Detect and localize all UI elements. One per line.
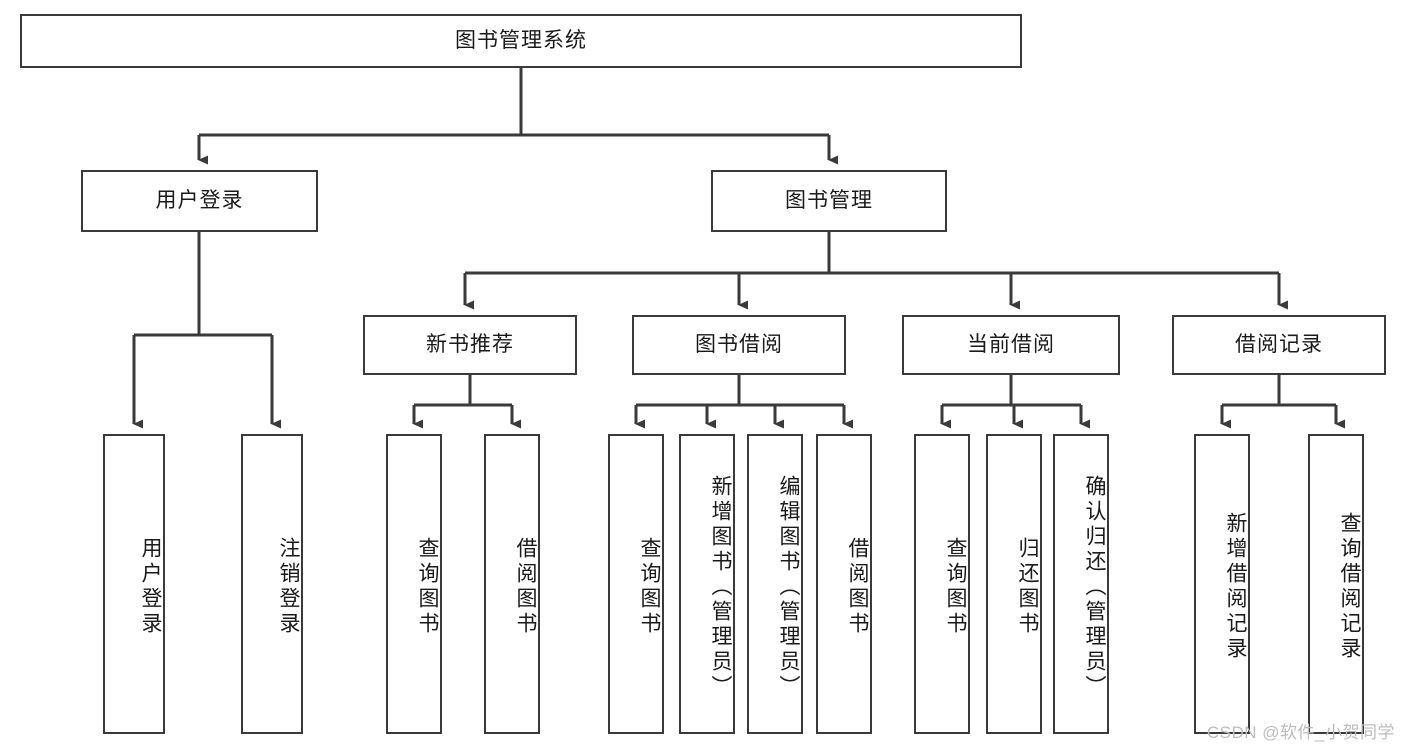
node-user-login-label: 用户登录 xyxy=(155,189,244,213)
node-leaf-borrow-book-1[interactable]: 借阅图书 xyxy=(484,434,540,734)
node-borrow-record[interactable]: 借阅记录 xyxy=(1172,315,1386,375)
node-new-book-recommend[interactable]: 新书推荐 xyxy=(363,315,577,375)
node-new-book-recommend-label: 新书推荐 xyxy=(426,333,514,357)
node-leaf-user-login[interactable]: 用户登录 xyxy=(103,434,165,734)
node-leaf-query-record[interactable]: 查询借阅记录 xyxy=(1308,434,1364,734)
node-leaf-confirm-return[interactable]: 确认归还（管理员） xyxy=(1053,434,1109,734)
node-root[interactable]: 图书管理系统 xyxy=(20,14,1022,68)
node-leaf-query-book-1-label: 查询图书 xyxy=(416,537,439,637)
node-leaf-borrow-book-2-label: 借阅图书 xyxy=(846,537,869,637)
node-leaf-query-book-3[interactable]: 查询图书 xyxy=(914,434,970,734)
node-leaf-query-record-label: 查询借阅记录 xyxy=(1338,512,1361,662)
node-root-label: 图书管理系统 xyxy=(455,29,587,53)
node-book-management[interactable]: 图书管理 xyxy=(711,170,947,232)
node-leaf-edit-book-label: 编辑图书（管理员） xyxy=(777,474,800,700)
node-leaf-query-book-3-label: 查询图书 xyxy=(944,537,967,637)
node-leaf-logout-label: 注销登录 xyxy=(277,537,300,637)
node-leaf-add-book-label: 新增图书（管理员） xyxy=(709,474,732,700)
node-leaf-return-book-label: 归还图书 xyxy=(1016,537,1039,637)
node-leaf-query-book-1[interactable]: 查询图书 xyxy=(386,434,442,734)
node-leaf-add-book[interactable]: 新增图书（管理员） xyxy=(679,434,735,734)
node-user-login[interactable]: 用户登录 xyxy=(81,170,318,232)
node-leaf-add-record[interactable]: 新增借阅记录 xyxy=(1194,434,1250,734)
node-leaf-query-book-2[interactable]: 查询图书 xyxy=(608,434,664,734)
node-leaf-user-login-label: 用户登录 xyxy=(139,537,162,637)
node-leaf-query-book-2-label: 查询图书 xyxy=(638,537,661,637)
node-book-borrow-label: 图书借阅 xyxy=(695,333,783,357)
node-book-borrow[interactable]: 图书借阅 xyxy=(632,315,846,375)
node-leaf-edit-book[interactable]: 编辑图书（管理员） xyxy=(747,434,803,734)
node-current-borrow-label: 当前借阅 xyxy=(967,333,1055,357)
node-leaf-borrow-book-2[interactable]: 借阅图书 xyxy=(816,434,872,734)
node-leaf-add-record-label: 新增借阅记录 xyxy=(1224,512,1247,662)
node-leaf-logout[interactable]: 注销登录 xyxy=(241,434,303,734)
node-book-management-label: 图书管理 xyxy=(785,189,873,213)
node-leaf-confirm-return-label: 确认归还（管理员） xyxy=(1083,474,1106,700)
node-leaf-return-book[interactable]: 归还图书 xyxy=(986,434,1042,734)
watermark: CSDN @软件_小贺同学 xyxy=(1206,723,1395,742)
node-current-borrow[interactable]: 当前借阅 xyxy=(902,315,1120,375)
node-borrow-record-label: 借阅记录 xyxy=(1235,333,1323,357)
node-leaf-borrow-book-1-label: 借阅图书 xyxy=(514,537,537,637)
